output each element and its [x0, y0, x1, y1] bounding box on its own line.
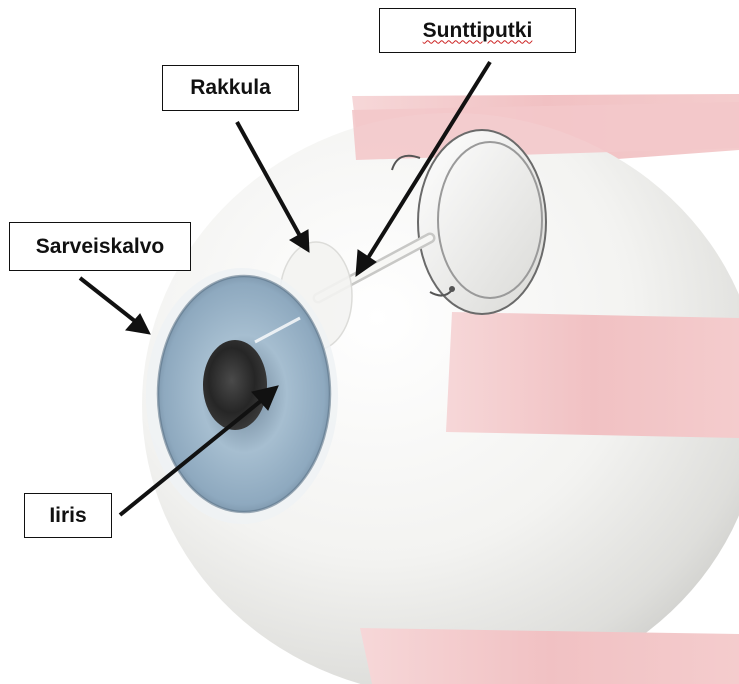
- label-iris-text: Iiris: [49, 504, 86, 528]
- pupil-shape: [203, 340, 267, 430]
- arrow-cornea: [80, 278, 136, 322]
- label-cornea-text: Sarveiskalvo: [36, 235, 164, 259]
- lower-muscle: [360, 628, 739, 684]
- label-shunt-tube-text: Sunttiputki: [423, 19, 533, 43]
- label-shunt-tube: Sunttiputki: [379, 8, 576, 53]
- label-cornea: Sarveiskalvo: [9, 222, 191, 271]
- middle-muscle: [446, 312, 739, 438]
- label-bleb: Rakkula: [162, 65, 299, 111]
- label-iris: Iiris: [24, 493, 112, 538]
- label-bleb-text: Rakkula: [190, 76, 271, 100]
